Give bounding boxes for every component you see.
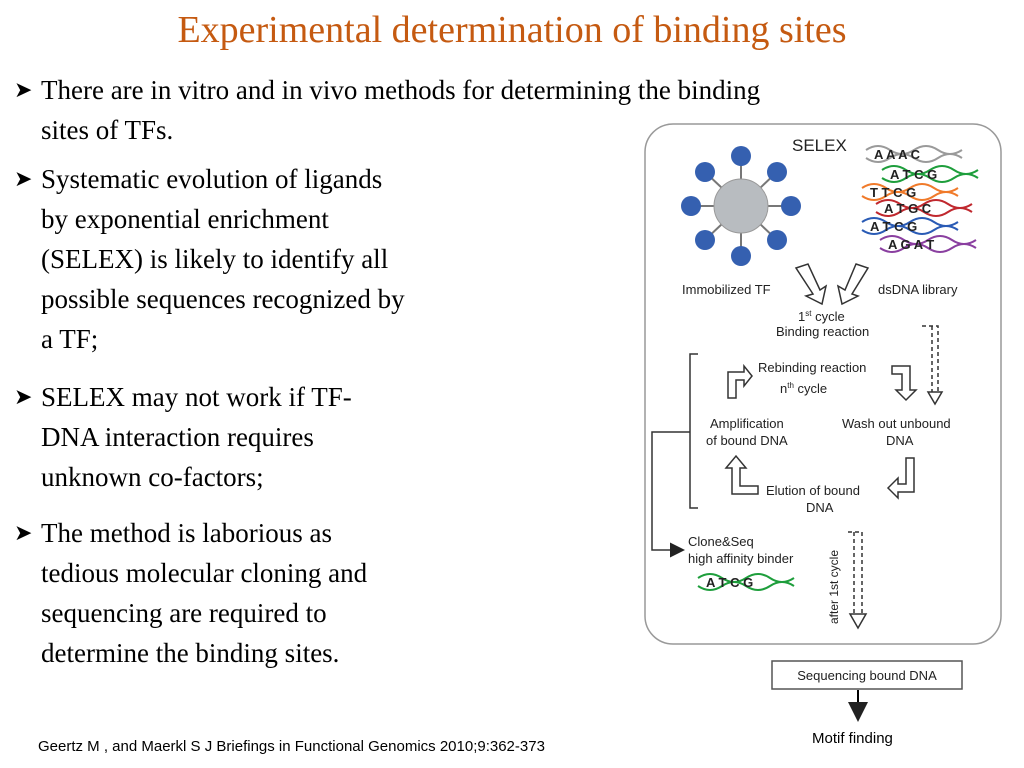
dna-sequence: T T C G	[870, 185, 916, 200]
elution-label-2: DNA	[806, 500, 834, 515]
amplification-arrow	[724, 454, 759, 495]
bullet-text-line: Systematic evolution of ligands	[41, 164, 383, 194]
clone-seq-label: Clone&Seq	[688, 534, 754, 549]
dna-sequence: A T C G	[870, 219, 917, 234]
bracket-connector	[651, 431, 690, 558]
arrow-bullet-icon: ➤	[14, 166, 33, 191]
dna-strand: A A A C	[865, 145, 963, 163]
dna-sequence: A T C G	[890, 167, 937, 182]
converging-arrows	[794, 263, 870, 306]
bullet-text-line: determine the binding sites.	[41, 638, 340, 668]
dna-sequence: A A A C	[874, 147, 921, 162]
amplification-label-2: of bound DNA	[706, 433, 788, 448]
elution-label: Elution of bound	[766, 483, 860, 498]
dashed-arrow-down	[922, 325, 944, 406]
tf-node	[767, 162, 787, 182]
bullet-text-line: tedious molecular cloning and	[41, 558, 368, 588]
dna-sequence: A G A T	[888, 237, 934, 252]
rebinding-arrow	[727, 363, 753, 399]
first-cycle-label: 1st cycle	[798, 309, 845, 324]
bullet-laborious: ➤ The method is laborious as tedious mol…	[14, 513, 514, 673]
dashed-arrow-after-cycle	[848, 531, 868, 630]
elution-arrow	[886, 457, 915, 500]
bullet-text-line: SELEX may not work if TF-	[41, 382, 352, 412]
bullet-text-line: a TF;	[41, 324, 99, 354]
wash-out-label-2: DNA	[886, 433, 914, 448]
dna-strand: A T C G	[881, 165, 979, 183]
bullet-text-line: The method is laborious as	[41, 518, 332, 548]
amplification-label: Amplification	[710, 416, 784, 431]
immobilized-tf-label: Immobilized TF	[682, 282, 771, 297]
nth-cycle-label: nth cycle	[780, 381, 827, 396]
dna-strand: A T C G	[861, 217, 959, 235]
binder-sequence: A T C G	[706, 575, 753, 590]
bullet-text-line: sites of TFs.	[41, 115, 174, 145]
dna-sequence: A T G C	[884, 201, 932, 216]
bullet-text-line: by exponential enrichment	[41, 204, 329, 234]
dna-strand: A T G C	[875, 199, 973, 217]
slide-title: Experimental determination of binding si…	[177, 9, 847, 51]
tf-node	[731, 146, 751, 166]
arrow-bullet-icon: ➤	[14, 520, 33, 545]
cycle-bracket	[689, 353, 698, 509]
sequencing-label: Sequencing bound DNA	[797, 668, 937, 683]
wash-out-label: Wash out unbound	[842, 416, 951, 431]
bullet-cofactors: ➤ SELEX may not work if TF- DNA interact…	[14, 377, 514, 497]
bullet-selex: ➤ Systematic evolution of ligands by exp…	[14, 159, 514, 359]
dsdna-library-label: dsDNA library	[878, 282, 958, 297]
arrow-bullet-icon: ➤	[14, 384, 33, 409]
after-cycle-label: after 1st cycle	[827, 550, 841, 624]
bullet-text-line: (SELEX) is likely to identify all	[41, 244, 389, 274]
tf-node	[781, 196, 801, 216]
arrow-bullet-icon: ➤	[14, 77, 33, 102]
bullet-text-line: unknown co-factors;	[41, 462, 264, 492]
dsdna-library: A A A C A T C G T T C G A T G C A T C G …	[861, 145, 979, 253]
clone-seq-label-2: high affinity binder	[688, 551, 794, 566]
bullet-text-line: sequencing are required to	[41, 598, 327, 628]
bullet-text-line: There are in vitro and in vivo methods f…	[41, 75, 761, 105]
rebinding-reaction-label: Rebinding reaction	[758, 360, 866, 375]
bullet-text-line: possible sequences recognized by	[41, 284, 405, 314]
tf-node	[681, 196, 701, 216]
selex-label: SELEX	[792, 136, 847, 155]
binder-dna-strand: A T C G	[697, 573, 795, 591]
bullet-text-line: DNA interaction requires	[41, 422, 314, 452]
tf-hub	[713, 178, 769, 234]
tf-node	[695, 162, 715, 182]
sequencing-box	[771, 660, 963, 690]
tf-node	[695, 230, 715, 250]
tf-node	[731, 246, 751, 266]
immobilized-tf-bead	[681, 146, 801, 266]
citation: Geertz M , and Maerkl S J Briefings in F…	[38, 738, 545, 755]
motif-finding-label: Motif finding	[812, 730, 893, 747]
binding-reaction-label: Binding reaction	[776, 324, 869, 339]
bullet-methods: ➤ There are in vitro and in vivo methods…	[14, 70, 1004, 150]
dna-strand: T T C G	[861, 183, 959, 201]
wash-arrow	[891, 365, 918, 402]
tf-node	[767, 230, 787, 250]
dna-strand: A G A T	[879, 235, 977, 253]
